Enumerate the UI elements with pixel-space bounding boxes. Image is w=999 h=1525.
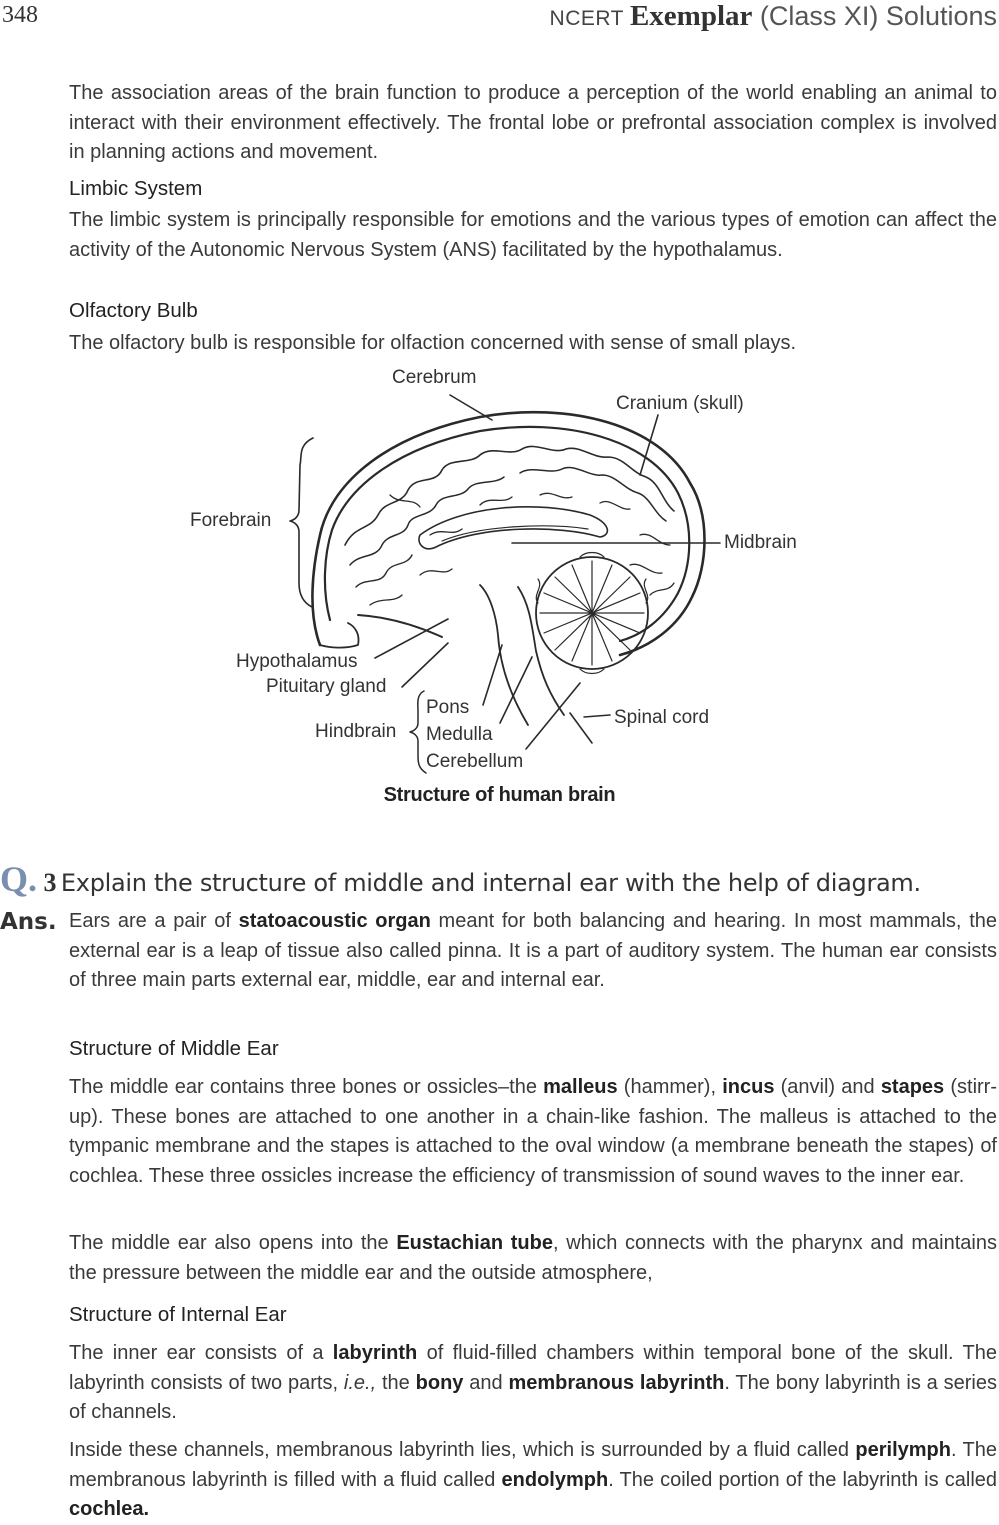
term-statoacoustic-organ: statoacoustic organ [238,910,431,932]
term-endolymph: endolymph [501,1468,609,1491]
label-hypothalamus: Hypothalamus [236,651,358,672]
term-incus: incus [722,1076,775,1098]
term-bony: bony [415,1371,464,1394]
label-pituitary-gland: Pituitary gland [266,676,387,697]
answer-text: and [463,1371,509,1394]
running-head-exemplar: Exemplar [629,0,753,32]
term-cochlea: cochlea. [69,1498,150,1520]
middle-ear-heading: Structure of Middle Ear [69,1037,279,1060]
internal-ear-paragraph-1: The inner ear consists of a labyrinth of… [69,1339,997,1428]
olfactory-heading: Olfactory Bulb [69,299,198,322]
internal-ear-paragraph-2: Inside these channels, membranous labyri… [69,1436,997,1525]
answer-text: , which connects with the pharynx and ma… [69,1232,997,1284]
answer-text: Inside these channels, membranous labyri… [69,1439,856,1461]
label-pons: Pons [426,697,470,718]
running-head-ncert: NCERT [549,7,630,30]
limbic-paragraph: The limbic system is principally respons… [69,209,997,261]
answer-text: (hammer), [617,1076,723,1098]
internal-ear-heading: Structure of Internal Ear [69,1303,287,1326]
page-header: 348 NCERT Exemplar (Class XI) Solutions [0,0,999,40]
answer-text-italic: i.e., [343,1371,377,1394]
term-perilymph: perilymph [855,1439,951,1461]
answer-text: The middle ear contains three bones or o… [69,1076,544,1098]
question-text: Explain the structure of middle and inte… [60,869,921,897]
question-line: Q. 3 Explain the structure of middle and… [0,858,999,900]
running-head: NCERT Exemplar (Class XI) Solutions [550,0,997,33]
middle-ear-paragraph-1: The middle ear contains three bones or o… [69,1073,997,1191]
running-head-class: (Class XI) [752,1,879,31]
answer-text: The inner ear consists of a [69,1342,333,1364]
question-number: 3 [43,868,57,897]
answer-intro-paragraph: Ears are a pair of statoacoustic organ m… [69,907,997,996]
label-hindbrain: Hindbrain [315,721,397,742]
answer-text: (stirr-up). These bones are attached to … [69,1076,998,1187]
limbic-heading: Limbic System [69,177,203,200]
running-head-solutions: Solutions [878,1,997,31]
middle-ear-paragraph-2: The middle ear also opens into the Eusta… [69,1229,997,1288]
answer-text: the [376,1371,416,1394]
term-stapes: stapes [880,1076,945,1098]
answer-text: Ears are a pair of [69,910,239,932]
term-malleus: malleus [543,1076,618,1098]
term-eustachian-tube: Eustachian tube [396,1232,553,1254]
term-membranous-labyrinth: membranous labyrinth [508,1371,725,1394]
label-cranium: Cranium (skull) [616,393,744,414]
question-mark: Q. [0,859,38,899]
page-number: 348 [2,2,38,28]
label-spinal-cord: Spinal cord [614,707,710,728]
label-forebrain: Forebrain [190,510,272,531]
answer-text: . The membranous labyrinth is filled wit… [69,1439,998,1491]
label-cerebellum: Cerebellum [426,751,524,772]
label-cerebrum: Cerebrum [392,367,477,388]
label-midbrain: Midbrain [724,532,797,553]
label-medulla: Medulla [426,724,493,745]
answer-text: . The coiled portion of the labyrinth is… [608,1468,998,1491]
association-paragraph: The association areas of the brain funct… [69,82,997,163]
answer-label: Ans. [0,909,57,935]
answer-text: . The bony labyrinth is a series of chan… [69,1371,997,1424]
brain-illustration [289,394,721,774]
answer-text: (anvil) and [774,1076,881,1098]
answer-text: of fluid-filled chambers within temporal… [69,1342,997,1394]
brain-diagram: Cerebrum Cranium (skull) Forebrain Midbr… [180,365,820,775]
answer-text: meant for both balancing and hearing. In… [69,910,997,991]
answer-text: The middle ear also opens into the [69,1232,397,1254]
figure-caption: Structure of human brain [383,784,616,806]
term-labyrinth: labyrinth [332,1342,418,1364]
olfactory-paragraph: The olfactory bulb is responsible for ol… [69,332,797,354]
